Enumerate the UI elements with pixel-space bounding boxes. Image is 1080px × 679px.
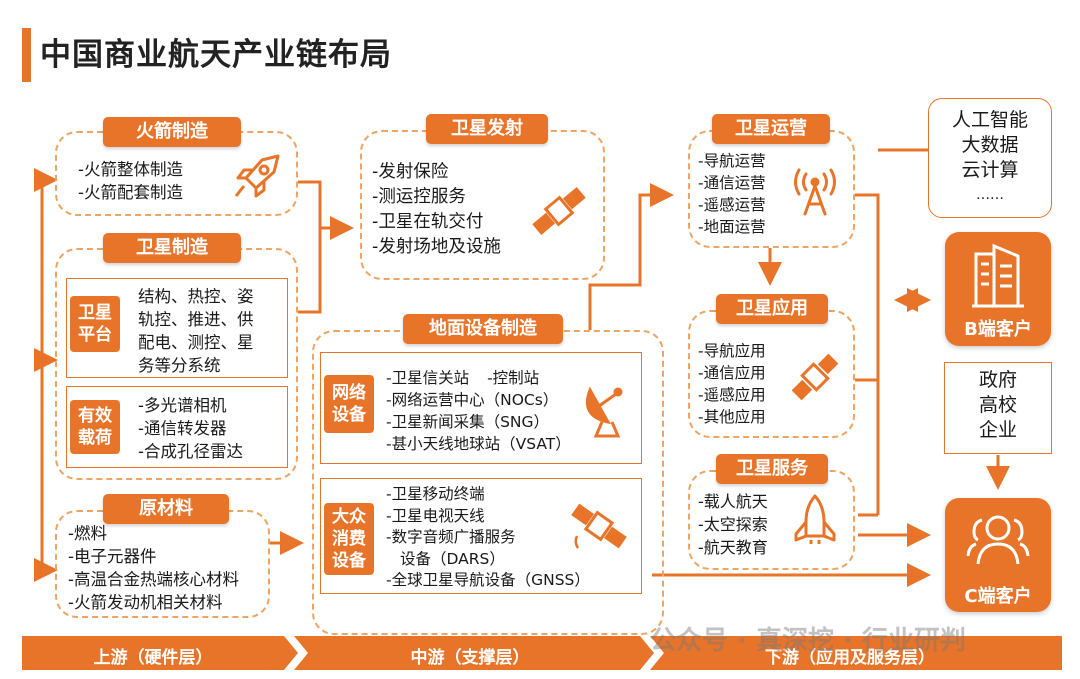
list-item: -测运控服务 <box>372 187 466 207</box>
list-item: -通信转发器 <box>138 419 227 438</box>
list-item: -控制站 <box>487 369 540 387</box>
list-item: -多光谱相机 <box>138 396 227 415</box>
list-item: -数字音频广播服务 <box>386 528 516 546</box>
satellite-icon <box>568 496 630 556</box>
ground-equipment-tag: 地面设备制造 <box>403 314 563 344</box>
tech-list: 人工智能 大数据 云计算 …… <box>928 108 1052 208</box>
org-item: 高校 <box>978 394 1017 416</box>
list-item: -卫星信关站 <box>386 369 470 387</box>
list-item: -发射保险 <box>372 162 449 182</box>
watermark: 公众号 · 真深挖 · 行业研判 <box>650 626 966 656</box>
satellite-service-tag: 卫星服务 <box>716 454 828 484</box>
building-icon <box>970 240 1026 310</box>
list-item: -太空探索 <box>698 515 768 534</box>
operation-items: -导航运营 -通信运营 -遥感运营 -地面运营 <box>698 150 766 238</box>
c-client-label: C端客户 <box>964 586 1032 607</box>
list-item: -通信运营 <box>698 174 766 192</box>
payload-tag: 有效 载荷 <box>70 400 120 454</box>
network-items: -卫星信关站 -控制站 -网络运营中心（NOCs） -卫星新闻采集（SNG） -甚… <box>386 367 571 455</box>
consumer-equipment-tag: 大众 消费 设备 <box>324 503 374 575</box>
list-item: -发射场地及设施 <box>372 237 501 257</box>
list-item: -火箭整体制造 <box>78 160 183 179</box>
satellite-manufacturing-tag: 卫星制造 <box>103 233 241 263</box>
people-icon <box>966 510 1030 570</box>
list-item: -遥感应用 <box>698 386 766 404</box>
list-item: -电子元器件 <box>68 547 157 566</box>
satellite-launch-tag: 卫星发射 <box>426 114 548 144</box>
stage-upstream: 上游（硬件层） <box>93 648 213 668</box>
tech-item: 大数据 <box>961 134 1019 156</box>
list-item: -导航运营 <box>698 152 766 170</box>
list-item: -网络运营中心（NOCs） <box>386 391 559 409</box>
platform-line: 配电、测控、星 <box>138 333 254 352</box>
antenna-tower-icon <box>790 168 840 218</box>
tech-item: …… <box>976 187 1004 203</box>
list-item: -地面运营 <box>698 218 766 236</box>
satellite-icon <box>528 180 590 242</box>
tech-panel <box>928 98 1052 218</box>
title-accent-bar <box>22 28 31 82</box>
list-item: -合成孔径雷达 <box>138 442 243 461</box>
list-item: -火箭发动机相关材料 <box>68 593 223 612</box>
space-shuttle-icon <box>790 492 840 546</box>
payload-items: -多光谱相机 -通信转发器 -合成孔径雷达 <box>138 394 243 463</box>
rocket-manufacturing-tag: 火箭制造 <box>103 117 241 147</box>
satellite-operation-tag: 卫星运营 <box>712 114 830 144</box>
list-item: 设备（DARS） <box>400 549 505 568</box>
tech-item: 人工智能 <box>951 109 1028 131</box>
list-item: -导航应用 <box>698 342 766 360</box>
platform-line: 务等分系统 <box>138 356 221 375</box>
stage-midstream: 中游（支撑层） <box>410 648 530 668</box>
list-item: -燃料 <box>68 524 107 543</box>
satellite-platform-tag: 卫星 平台 <box>70 296 120 352</box>
stage-downstream: 下游（应用及服务层） <box>765 648 935 668</box>
b-client-label: B端客户 <box>964 319 1032 340</box>
list-item: -其他应用 <box>698 408 766 426</box>
application-items: -导航应用 -通信应用 -遥感应用 -其他应用 <box>698 340 766 428</box>
orgs-panel <box>944 362 1052 454</box>
raw-materials-tag: 原材料 <box>103 494 229 524</box>
list-item: -遥感运营 <box>698 196 766 214</box>
list-item: -高温合金热端核心材料 <box>68 570 239 589</box>
list-item: -卫星电视天线 <box>386 506 485 525</box>
tech-item: 云计算 <box>961 159 1019 181</box>
orgs-list: 政府 高校 企业 <box>944 368 1052 443</box>
raw-materials-items: -燃料 -电子元器件 -高温合金热端核心材料 -火箭发动机相关材料 <box>68 522 239 614</box>
service-items: -载人航天 -太空探索 -航天教育 <box>698 490 768 559</box>
network-equipment-tag: 网络 设备 <box>324 375 374 433</box>
rocket-items: -火箭整体制造 -火箭配套制造 <box>78 158 183 204</box>
page-title: 中国商业航天产业链布局 <box>40 37 392 73</box>
org-item: 企业 <box>978 419 1017 441</box>
launch-items: -发射保险 -测运控服务 -卫星在轨交付 -发射场地及设施 <box>372 160 501 260</box>
b-client-card <box>945 232 1051 346</box>
platform-line: 结构、热控、姿 <box>138 287 254 306</box>
satellite-platform-text: 结构、热控、姿 轨控、推进、供 配电、测控、星 务等分系统 <box>138 285 254 377</box>
rocket-icon <box>232 152 284 200</box>
list-item: -载人航天 <box>698 492 768 511</box>
platform-line: 轨控、推进、供 <box>138 310 254 329</box>
list-item: -火箭配套制造 <box>78 183 183 202</box>
consumer-items: -卫星移动终端 -卫星电视天线 -数字音频广播服务 设备（DARS） -全球卫星… <box>386 484 590 592</box>
satellite-icon <box>788 350 842 404</box>
list-item: -卫星新闻采集（SNG） <box>386 413 550 431</box>
list-item: -通信应用 <box>698 364 766 382</box>
satellite-application-tag: 卫星应用 <box>716 294 828 324</box>
list-item: -甚小天线地球站（VSAT） <box>386 435 571 453</box>
list-item: -航天教育 <box>698 538 768 557</box>
satellite-dish-icon <box>582 382 632 440</box>
list-item: -卫星在轨交付 <box>372 212 484 232</box>
list-item: -卫星移动终端 <box>386 485 485 503</box>
list-item: -全球卫星导航设备（GNSS） <box>386 571 590 589</box>
stage-ribbon <box>22 636 1062 670</box>
org-item: 政府 <box>978 369 1017 391</box>
consumer-equipment-panel <box>320 478 642 594</box>
